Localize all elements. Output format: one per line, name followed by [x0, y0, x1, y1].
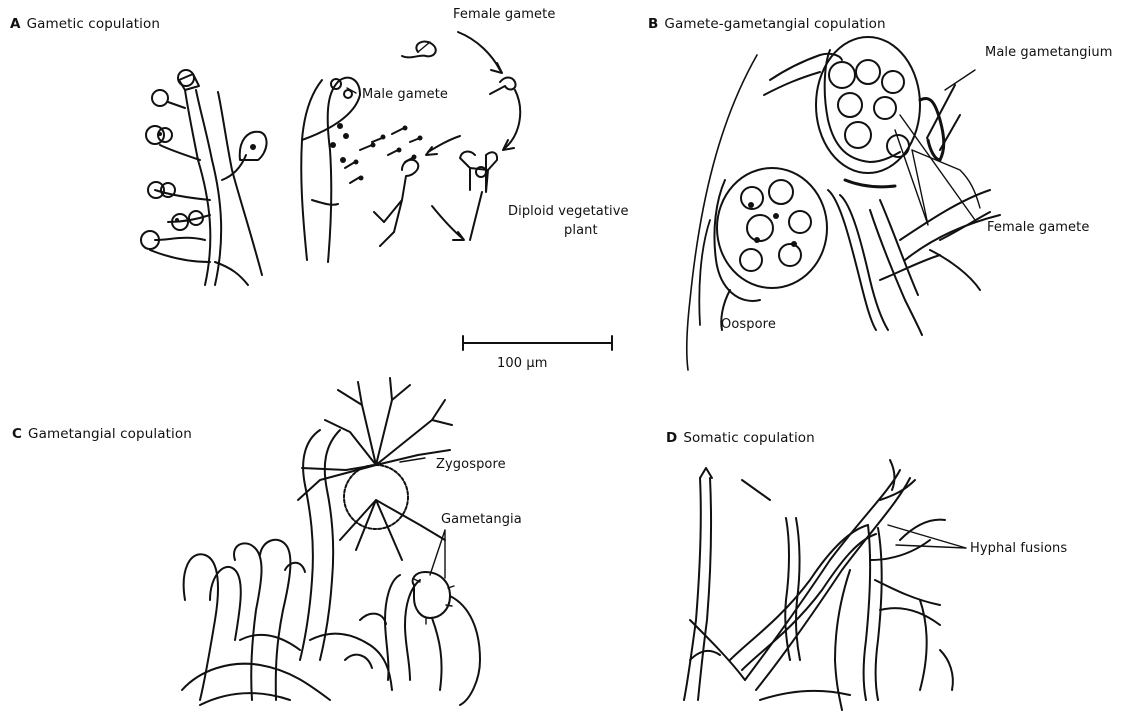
- label-diploid-line2: plant: [564, 224, 598, 237]
- panel-a-title: A Gametic copulation: [10, 18, 160, 32]
- panel-b-letter: B: [648, 16, 658, 32]
- label-hyphal-fusions: Hyphal fusions: [970, 542, 1067, 555]
- panel-c-title-text: Gametangial copulation: [28, 426, 192, 442]
- panel-a-title-text: Gametic copulation: [27, 16, 160, 32]
- label-gametangia: Gametangia: [441, 513, 522, 526]
- panel-b-title: B Gamete-gametangial copulation: [648, 18, 886, 32]
- label-zygospore: Zygospore: [436, 458, 506, 471]
- panel-d-letter: D: [666, 430, 677, 446]
- panel-c-title: C Gametangial copulation: [12, 428, 192, 442]
- panel-a-drawing: [141, 32, 612, 350]
- panel-c-letter: C: [12, 426, 22, 442]
- scale-bar-line: [463, 336, 612, 350]
- label-female-gamete-a: Female gamete: [453, 8, 555, 21]
- scale-bar-label: 100 µm: [497, 357, 547, 370]
- male-gametangium-a: [301, 78, 360, 262]
- panel-d-drawing: [684, 460, 953, 710]
- panel-d-title-text: Somatic copulation: [683, 430, 815, 446]
- label-male-gametangium: Male gametangium: [985, 46, 1112, 59]
- panel-c-drawing: [182, 378, 480, 705]
- panel-d-title: D Somatic copulation: [666, 432, 815, 446]
- panel-b-title-text: Gamete-gametangial copulation: [664, 16, 885, 32]
- gametangia-plant-left: [141, 70, 267, 285]
- gamete-cycle: [374, 32, 520, 246]
- label-male-gamete: Male gamete: [362, 88, 448, 101]
- label-oospore: Oospore: [721, 318, 776, 331]
- leader-lines: [347, 42, 966, 578]
- panel-a-letter: A: [10, 16, 21, 32]
- label-female-gamete-b: Female gamete: [987, 221, 1089, 234]
- label-diploid-line1: Diploid vegetative: [508, 205, 629, 218]
